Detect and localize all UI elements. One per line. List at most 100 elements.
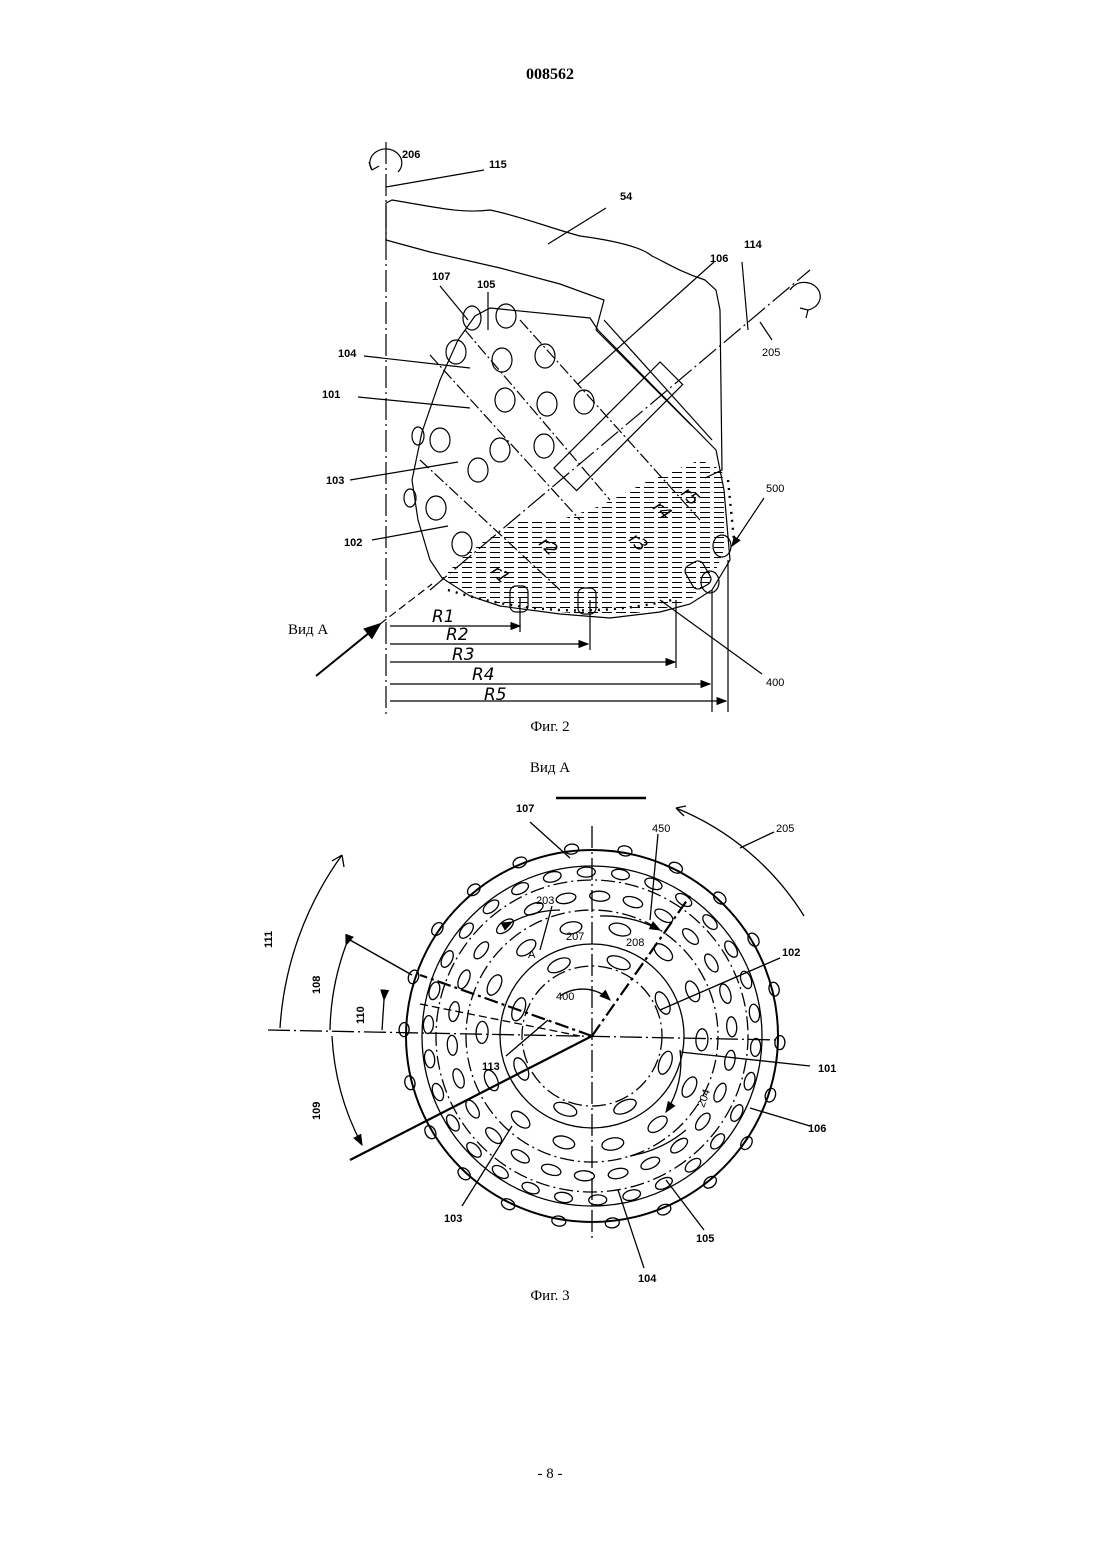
- label-106: 106: [710, 253, 728, 265]
- gauge-tooth: [456, 1165, 473, 1182]
- insert-row-outer: [577, 867, 595, 878]
- insert-row-outer: [423, 1049, 435, 1068]
- insert-row-outer: [708, 1131, 727, 1151]
- insert-row-mid: [711, 1081, 728, 1103]
- label-R5: R5: [484, 685, 507, 705]
- insert-row-inner: [683, 979, 703, 1004]
- insert-row-outer: [728, 1103, 745, 1124]
- label-103: 103: [326, 475, 344, 487]
- label-104: 104: [338, 348, 357, 360]
- gauge-tooth: [465, 882, 482, 899]
- f3-label-102: 102: [782, 947, 800, 959]
- insert-row-outer: [683, 1156, 703, 1175]
- insert-row-mid: [723, 1050, 736, 1071]
- label-107: 107: [432, 271, 450, 283]
- gauge-tooth: [617, 845, 633, 857]
- insert-row-mid: [447, 1001, 460, 1022]
- label-101: 101: [322, 389, 340, 401]
- f3-label-204: 204: [696, 1088, 714, 1109]
- insert-row-core: [612, 1096, 639, 1117]
- label-205: 205: [762, 347, 780, 359]
- f3-label-104: 104: [638, 1273, 657, 1285]
- insert-row-outer: [423, 1015, 434, 1034]
- insert-row-inner: [645, 1113, 670, 1136]
- insert-row-mid: [607, 1167, 629, 1181]
- insert-row-mid: [693, 1111, 713, 1133]
- insert-row-outer: [700, 912, 720, 932]
- insert-row-mid: [463, 1098, 482, 1120]
- gauge-tooth: [702, 1174, 719, 1191]
- insert-row-outer: [750, 1038, 761, 1057]
- label-54: 54: [620, 191, 633, 203]
- figure-3-labels: 107 450 205 203 207 208 A 102 111 108 11…: [263, 803, 836, 1285]
- f3-label-106: 106: [808, 1123, 826, 1135]
- arc-108: [330, 945, 346, 1030]
- f3-label-113: 113: [482, 1061, 500, 1073]
- insert-row-mid: [680, 926, 701, 947]
- insert-row-mid: [540, 1162, 562, 1177]
- label-105: 105: [477, 279, 495, 291]
- insert-row-core: [552, 1100, 579, 1119]
- insert-row-outer: [481, 897, 501, 916]
- insert-row-mid: [447, 1035, 458, 1056]
- insert-row-outer: [427, 981, 442, 1001]
- figure-2-labels: 206 115 54 114 106 107 105 104 101 103 1…: [288, 149, 784, 705]
- insert-row-mid: [668, 1135, 690, 1155]
- insert-row-mid: [494, 916, 516, 936]
- label-206: 206: [402, 149, 420, 161]
- f3-label-110: 110: [355, 1006, 367, 1024]
- insert-row-core: [546, 955, 573, 976]
- f3-label-400: 400: [556, 991, 574, 1003]
- insert-row-core: [652, 990, 673, 1017]
- insert-row-mid: [702, 952, 721, 974]
- label-R4: R4: [472, 665, 495, 685]
- insert-row-outer: [439, 949, 456, 970]
- insert-row-mid: [574, 1170, 595, 1181]
- hatched-section: [442, 460, 728, 616]
- f3-label-208: 208: [626, 937, 644, 949]
- insert-row-inner: [679, 1075, 700, 1100]
- f3-label-A: A: [528, 949, 536, 961]
- figure-3: [268, 798, 810, 1268]
- insert-row-mid: [455, 968, 472, 990]
- insert-row-inner: [552, 1134, 576, 1151]
- f3-label-111: 111: [263, 931, 275, 948]
- f3-label-108: 108: [311, 976, 323, 994]
- label-R2: R2: [446, 625, 469, 645]
- gauge-tooth: [711, 890, 728, 907]
- insert-row-mid: [718, 983, 734, 1005]
- insert-row-inner: [601, 1136, 625, 1152]
- insert-row-mid: [726, 1016, 737, 1037]
- insert-row-mid: [451, 1067, 467, 1089]
- f3-label-107: 107: [516, 803, 534, 815]
- label-115: 115: [489, 159, 507, 171]
- f3-label-101: 101: [818, 1063, 836, 1075]
- arc-111: [280, 855, 342, 1028]
- insert-row-inner: [508, 1108, 533, 1131]
- insert-row-mid: [471, 939, 491, 961]
- gauge-tooth: [775, 1035, 785, 1049]
- figure-3-title: Вид А: [0, 760, 1100, 777]
- view-a-label: Вид А: [288, 622, 328, 638]
- insert-row-mid: [653, 906, 675, 925]
- insert-row-inner: [476, 1021, 489, 1043]
- figure-2-caption: Фиг. 2: [0, 719, 1100, 736]
- insert-row-outer: [589, 1195, 607, 1206]
- insert-row-outer: [457, 920, 476, 940]
- f3-label-103: 103: [444, 1213, 462, 1225]
- label-500: 500: [766, 483, 784, 495]
- insert-row-outer: [742, 1071, 757, 1091]
- gauge-tooth: [399, 1022, 409, 1036]
- label-102: 102: [344, 537, 362, 549]
- f3-label-205: 205: [776, 823, 794, 835]
- insert-row-mid: [555, 892, 577, 906]
- insert-row-mid: [483, 1125, 504, 1146]
- insert-row-mid: [509, 1147, 531, 1166]
- figure-3-caption: Фиг. 3: [0, 1288, 1100, 1305]
- gauge-tooth: [551, 1215, 567, 1227]
- arc-109: [332, 1036, 362, 1145]
- label-400: 400: [766, 677, 784, 689]
- insert-row-mid: [639, 1155, 661, 1172]
- gauge-tooth: [564, 843, 579, 854]
